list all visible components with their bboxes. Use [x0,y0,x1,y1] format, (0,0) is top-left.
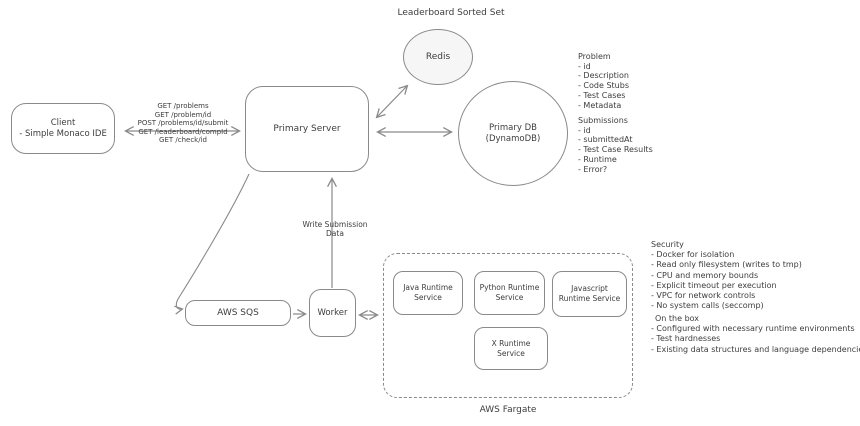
request-label: GET /check/id [159,136,207,145]
node-worker: Worker [309,289,356,337]
aws-fargate-caption: AWS Fargate [479,405,537,415]
node-client: Client - Simple Monaco IDE [11,103,115,154]
submissions-schema-item: - Test Case Results [578,145,653,155]
java-runtime-label: Java Runtime Service [403,283,453,302]
security-note-item: - Read only filesystem (writes to tmp) [651,260,802,270]
client-subtitle: - Simple Monaco IDE [19,128,107,139]
request-label: GET /leaderboard/compId [138,127,228,136]
submissions-schema-list: Submissions - id - submittedAt - Test Ca… [578,116,653,174]
aws-sqs-label: AWS SQS [217,308,259,318]
node-javascript-runtime-service: Javascript Runtime Service [552,271,627,317]
python-runtime-label: Python Runtime Service [479,283,540,302]
node-primary-server: Primary Server [245,86,369,172]
javascript-runtime-label: Javascript Runtime Service [558,284,621,303]
node-java-runtime-service: Java Runtime Service [393,271,463,315]
submissions-schema-item: - id [578,125,591,135]
security-note-item: - No system calls (seccomp) [651,301,764,311]
client-server-request-labels: GET /problems GET /problem/id POST /prob… [124,102,242,145]
worker-label: Worker [317,308,348,318]
problem-schema-item: - Description [578,71,629,81]
security-note-item: - Docker for isolation [651,250,735,260]
on-the-box-list: On the box - Configured with necessary r… [651,314,860,355]
request-label: POST /problems/id/submit [137,119,229,128]
submissions-schema-title: Submissions [578,116,628,125]
node-python-runtime-service: Python Runtime Service [474,271,545,315]
node-redis: Redis [403,29,473,85]
on-the-box-item: - Existing data structures and language … [651,344,860,354]
redis-title: Leaderboard Sorted Set [397,8,505,18]
security-note-item: - Explicit timeout per execution [651,280,777,290]
security-notes-title: Security [651,240,684,249]
redis-label: Redis [425,52,451,62]
client-title: Client [50,117,76,128]
problem-schema-title: Problem [578,52,611,61]
request-label: GET /problems [157,102,209,110]
security-notes-list: Security - Docker for isolation - Read o… [651,240,802,311]
security-note-item: - CPU and memory bounds [651,270,759,280]
problem-schema-item: - Code Stubs [578,81,629,91]
aws-fargate-container [383,253,633,398]
on-the-box-item: - Test hardnesses [651,334,721,344]
node-aws-sqs: AWS SQS [185,300,291,326]
node-x-runtime-service: X Runtime Service [474,327,548,370]
request-label: GET /problem/id [154,110,212,119]
edge-server-redis [375,84,409,119]
primary-db-label: Primary DB [489,122,537,133]
submissions-schema-item: - submittedAt [578,135,633,145]
write-submission-line: Data [326,229,344,238]
problem-schema-item: - Test Cases [578,90,626,100]
problem-schema-item: - Metadata [578,100,622,110]
on-the-box-title: On the box [655,314,700,323]
edge-server-sqs [174,173,250,315]
submissions-schema-item: - Error? [578,164,608,174]
node-primary-db: Primary DB (DynamoDB) [458,81,568,186]
primary-db-sublabel: (DynamoDB) [485,133,541,144]
primary-server-label: Primary Server [273,124,341,134]
x-runtime-label: X Runtime Service [491,338,531,358]
write-submission-line: Write Submission [302,220,368,229]
on-the-box-item: - Configured with necessary runtime envi… [651,324,855,334]
write-submission-data-label: Write Submission Data [290,220,380,238]
security-note-item: - VPC for network controls [651,291,756,301]
problem-schema-item: - id [578,61,591,71]
submissions-schema-item: - Runtime [578,154,617,164]
problem-schema-list: Problem - id - Description - Code Stubs … [578,52,629,110]
